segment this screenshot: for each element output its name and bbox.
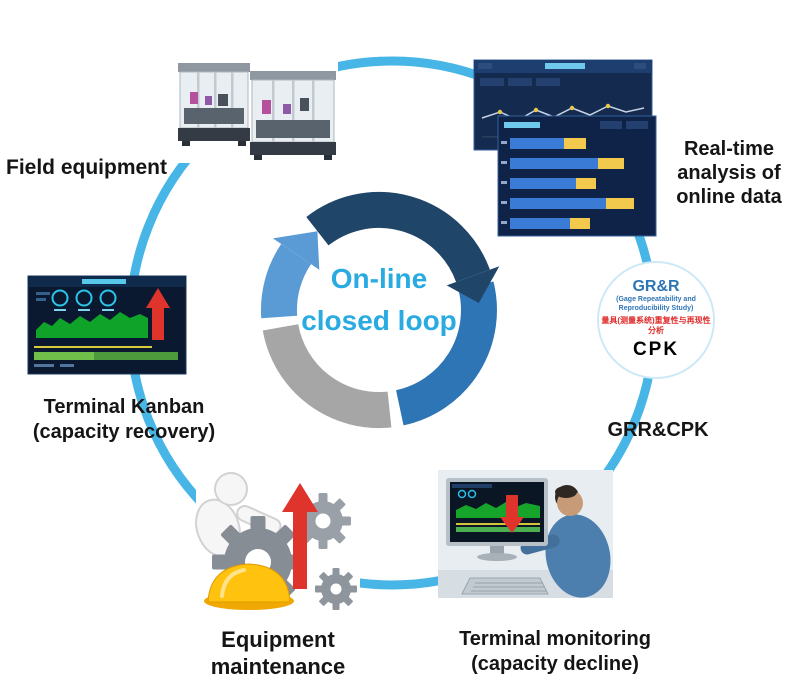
grr-badge-title: GR&R — [632, 278, 680, 295]
red-down-arrow-icon — [500, 495, 524, 533]
grr-badge-subtitle-2: Reproducibility Study) — [618, 304, 694, 312]
ring-arrowhead-top-icon — [446, 266, 500, 303]
terminal-kanban-label: Terminal Kanban (capacity recovery) — [32, 396, 216, 443]
screen-green-chart — [456, 502, 540, 518]
horizontal-bar-chart — [501, 138, 634, 229]
ring-segment-right — [395, 281, 497, 426]
gauge-icons — [51, 289, 117, 311]
terminal-kanban-image — [27, 275, 187, 375]
machine-left-icon — [178, 63, 250, 146]
monitor-icon — [446, 478, 548, 561]
ring-arrowhead-left-icon — [272, 231, 320, 270]
grr-badge-text: GR&R (Gage Repeatability and Reproducibi… — [601, 277, 711, 361]
kanban-green-area-chart — [36, 312, 148, 338]
realtime-dashboards-image — [473, 59, 657, 237]
ring-segment-left — [260, 244, 312, 319]
keyboard-icon — [461, 577, 549, 595]
hard-hat-icon — [204, 563, 294, 610]
red-up-arrow-icon — [146, 288, 170, 340]
field-equipment-label: Field equipment — [6, 156, 168, 179]
terminal-monitoring-label: Terminal monitoring (capacity decline) — [459, 628, 651, 675]
ring-segment-bottom — [262, 323, 392, 429]
grr-badge-circle — [597, 261, 715, 379]
grr-badge-chinese: 量具(测量系统)重复性与再现性分析 — [601, 316, 711, 335]
terminal-monitoring-image — [438, 470, 613, 598]
equipment-maintenance-image — [195, 452, 360, 614]
grr-badge-cpk: CPK — [632, 339, 680, 360]
dashboard-front-panel — [497, 115, 657, 237]
grr-badge-subtitle-1: (Gage Repeatability and — [616, 296, 696, 303]
gear-tiny-icon — [315, 568, 357, 610]
center-title-line2: closed loop — [301, 305, 457, 336]
equipment-maintenance-label: Equipment maintenance — [210, 627, 346, 679]
center-title: On-line closed loop — [269, 258, 489, 342]
center-title-line1: On-line — [330, 263, 428, 294]
center-cycle-ring — [260, 191, 500, 429]
ring-segment-top — [306, 191, 490, 283]
field-equipment-image — [173, 57, 338, 163]
red-up-arrow-large-icon — [282, 483, 318, 589]
realtime-analysis-label: Real-time analysis of online data — [676, 138, 782, 208]
grr-cpk-label: GRR&CPK — [607, 419, 709, 441]
machine-right-icon — [250, 71, 336, 160]
